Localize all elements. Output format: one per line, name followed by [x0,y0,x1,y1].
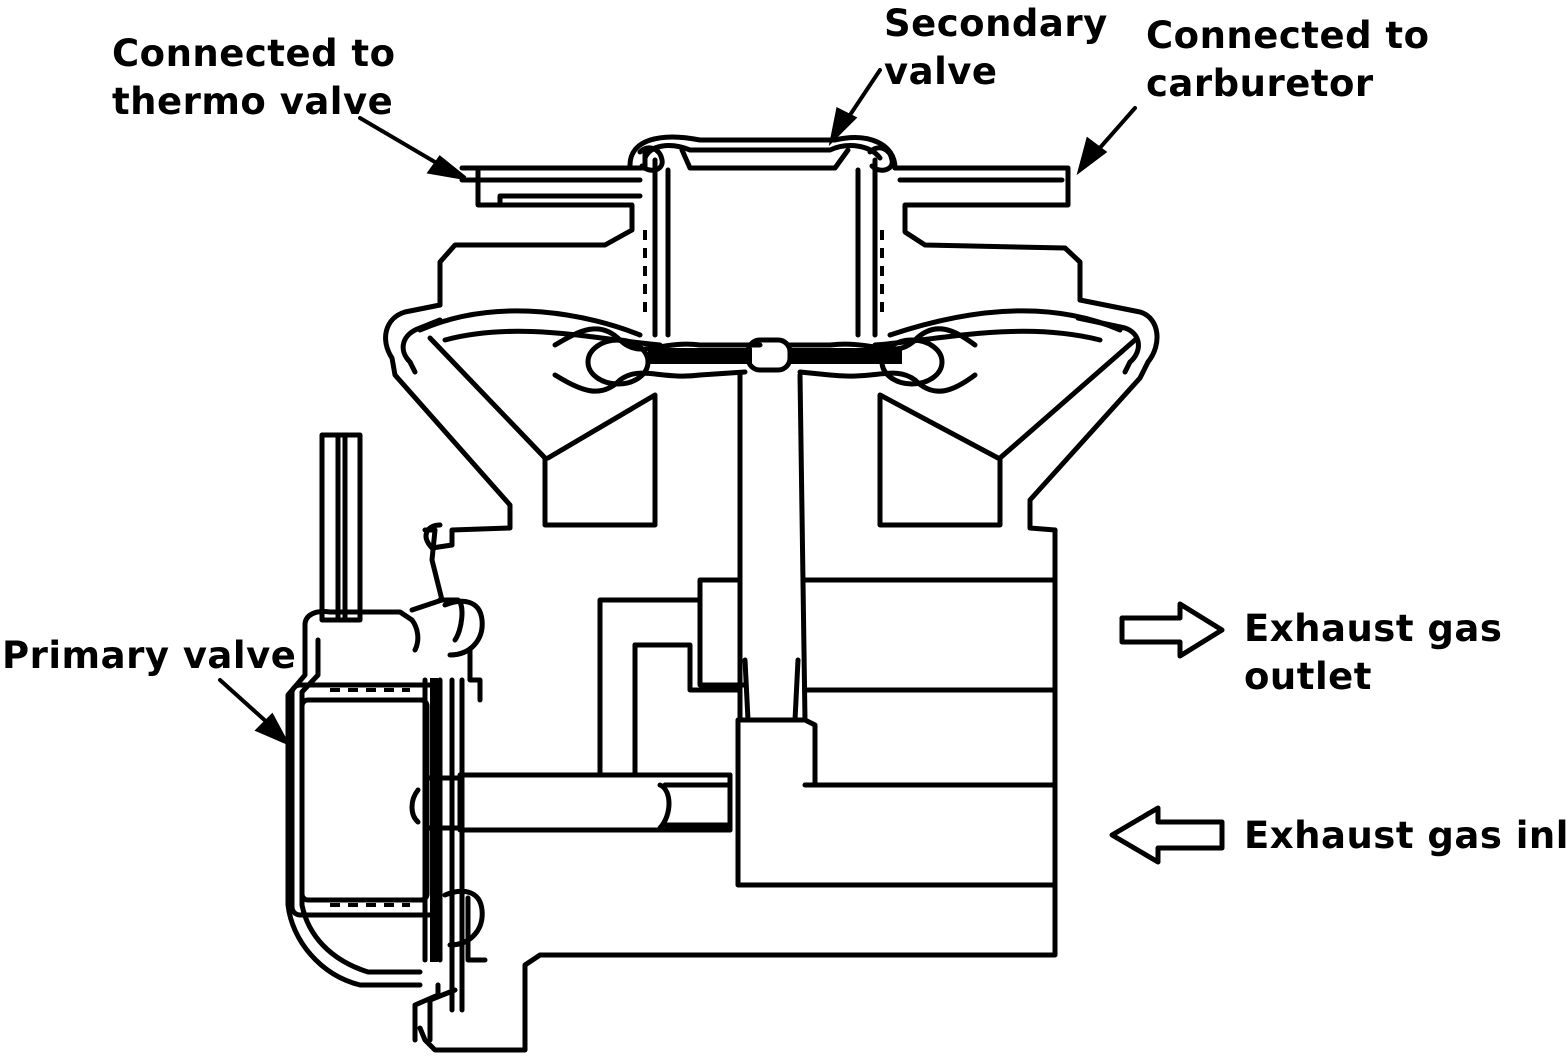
secondary-valve-chamber [627,134,898,338]
thermo-valve-leader [358,116,442,167]
thermo-valve-label: Connected to thermo valve [112,30,396,126]
carburetor-label-line1: Connected to [1146,14,1430,57]
primary-valve-assembly [285,432,488,1043]
exhaust-inlet-label: Exhaust gas inlet [1244,812,1568,860]
secondary-valve-leader [846,68,882,120]
inlet-flow-arrow [1109,805,1225,865]
exhaust-outlet-label: Exhaust gas outlet [1244,605,1502,701]
primary-valve-label: Primary valve [2,632,296,680]
primary-valve-leader [218,678,272,727]
primary-valve-label-line1: Primary valve [2,634,297,677]
carburetor-port [892,165,1083,303]
thermo-valve-port [437,147,648,308]
carburetor-arrowhead [1076,136,1108,176]
exhaust-outlet-label-line1: Exhaust gas [1244,607,1503,650]
secondary-valve-label: Secondary valve [884,0,1108,96]
secondary-valve-stem [737,372,808,723]
exhaust-inlet-label-line1: Exhaust gas inlet [1244,814,1568,857]
thermo-valve-arrowhead [426,155,467,180]
flow-arrows [1109,601,1225,865]
secondary-valve-arrowhead [828,107,858,147]
primary-valve-arrowhead [254,712,291,747]
secondary-diaphragm [552,326,978,394]
leader-arrows [218,68,1137,747]
secondary-valve-label-line2: valve [884,50,998,93]
thermo-valve-label-line2: thermo valve [112,80,394,123]
carburetor-label: Connected to carburetor [1146,12,1430,108]
diaphragm-housing [383,297,1160,548]
valve-body [417,522,1058,1053]
exhaust-outlet-label-line2: outlet [1244,655,1372,698]
carburetor-label-line2: carburetor [1146,62,1374,105]
carburetor-leader [1096,106,1137,152]
outlet-flow-arrow [1119,601,1225,659]
secondary-valve-label-line1: Secondary [884,2,1108,45]
thermo-valve-label-line1: Connected to [112,32,396,75]
